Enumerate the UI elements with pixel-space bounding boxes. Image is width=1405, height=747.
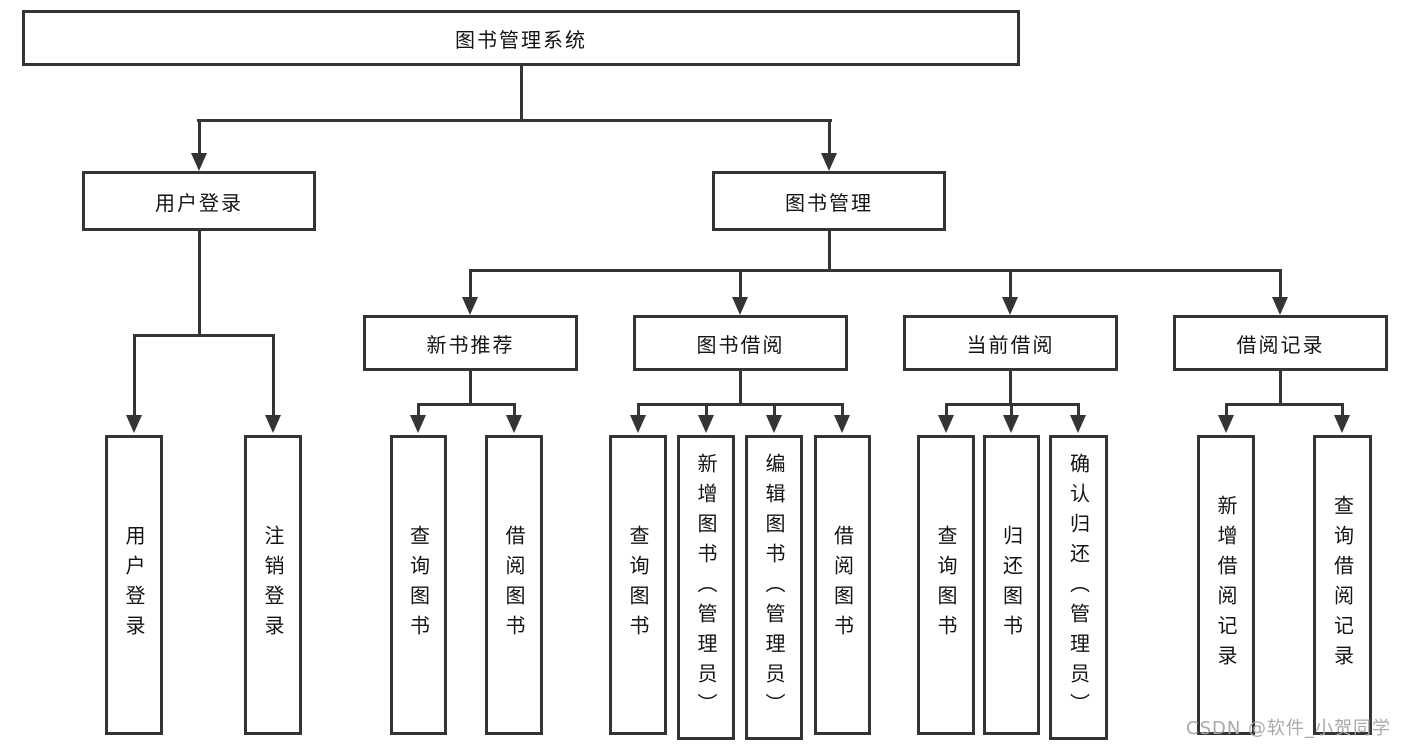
leaf-query-book-recommend: 查询图书 <box>390 435 447 735</box>
node-current-borrowing: 当前借阅 <box>903 315 1118 371</box>
connector-line <box>1010 403 1013 417</box>
arrow-down-icon <box>698 415 714 433</box>
connector-line <box>841 403 844 417</box>
arrow-down-icon <box>1218 415 1234 433</box>
node-book-management: 图书管理 <box>712 171 946 231</box>
leaf-label: 注销登录 <box>261 525 285 645</box>
leaf-edit-book-admin: 编辑图书（管理员） <box>745 435 803 740</box>
leaf-label: 借阅图书 <box>502 525 526 645</box>
node-root: 图书管理系统 <box>22 10 1020 66</box>
arrow-down-icon <box>506 415 522 433</box>
leaf-borrow-book: 借阅图书 <box>814 435 871 735</box>
leaf-add-borrow-record: 新增借阅记录 <box>1197 435 1255 735</box>
leaf-label: 查询图书 <box>934 525 958 645</box>
leaf-return-book: 归还图书 <box>983 435 1040 735</box>
connector-line <box>828 231 831 271</box>
leaf-query-borrow-record: 查询借阅记录 <box>1313 435 1372 735</box>
connector-line <box>945 403 948 417</box>
arrow-down-icon <box>766 415 782 433</box>
arrow-down-icon <box>1272 297 1288 315</box>
arrow-down-icon <box>834 415 850 433</box>
leaf-label: 查询图书 <box>406 525 431 645</box>
connector-line <box>469 371 472 405</box>
connector-line <box>469 269 1282 272</box>
connector-line <box>1279 269 1282 297</box>
connector-line <box>469 269 472 297</box>
connector-line <box>1009 269 1012 297</box>
leaf-label: 新增借阅记录 <box>1214 495 1238 675</box>
leaf-label: 编辑图书（管理员） <box>762 452 786 723</box>
connector-line <box>133 334 136 417</box>
leaf-query-book-borrowing: 查询图书 <box>609 435 667 735</box>
leaf-label: 借阅图书 <box>830 525 855 645</box>
connector-line <box>828 119 831 155</box>
connector-line <box>1225 403 1228 417</box>
leaf-label: 查询借阅记录 <box>1330 495 1355 675</box>
leaf-label: 确认归还（管理员） <box>1066 452 1091 723</box>
leaf-query-book-current: 查询图书 <box>917 435 975 735</box>
connector-line <box>1077 403 1080 417</box>
node-new-book-recommendation: 新书推荐 <box>363 315 578 371</box>
leaf-add-book-admin: 新增图书（管理员） <box>677 435 735 740</box>
leaf-borrow-book-recommend: 借阅图书 <box>485 435 543 735</box>
node-borrowing-records: 借阅记录 <box>1173 315 1388 371</box>
arrow-down-icon <box>191 153 207 171</box>
connector-line <box>637 403 640 417</box>
connector-line <box>417 403 420 417</box>
connector-line <box>520 66 523 120</box>
arrow-down-icon <box>265 415 281 433</box>
connector-line <box>198 231 201 335</box>
connector-line <box>1009 371 1012 405</box>
arrow-down-icon <box>1003 415 1019 433</box>
leaf-confirm-return-admin: 确认归还（管理员） <box>1049 435 1108 740</box>
connector-line <box>1341 403 1344 417</box>
connector-line <box>739 269 742 297</box>
node-user-login-module: 用户登录 <box>82 171 316 231</box>
connector-line <box>1225 403 1344 406</box>
arrow-down-icon <box>410 415 426 433</box>
connector-line <box>513 403 516 417</box>
arrow-down-icon <box>821 153 837 171</box>
leaf-label: 新增图书（管理员） <box>694 452 718 723</box>
leaf-label: 用户登录 <box>122 525 146 645</box>
leaf-user-login: 用户登录 <box>105 435 163 735</box>
connector-line <box>637 403 844 406</box>
arrow-down-icon <box>938 415 954 433</box>
connector-line <box>198 119 201 155</box>
leaf-logout: 注销登录 <box>244 435 302 735</box>
connector-line <box>133 334 275 337</box>
node-book-borrowing: 图书借阅 <box>633 315 848 371</box>
arrow-down-icon <box>126 415 142 433</box>
connector-line <box>705 403 708 417</box>
connector-line <box>739 371 742 405</box>
arrow-down-icon <box>1334 415 1350 433</box>
arrow-down-icon <box>1070 415 1086 433</box>
arrow-down-icon <box>462 297 478 315</box>
arrow-down-icon <box>732 297 748 315</box>
connector-line <box>1279 371 1282 405</box>
arrow-down-icon <box>630 415 646 433</box>
connector-line <box>773 403 776 417</box>
csdn-watermark: CSDN @软件_小贺同学 <box>1186 718 1392 739</box>
connector-line <box>272 334 275 417</box>
leaf-label: 归还图书 <box>999 525 1024 645</box>
connector-line <box>417 403 516 406</box>
arrow-down-icon <box>1002 297 1018 315</box>
leaf-label: 查询图书 <box>626 525 650 645</box>
connector-line <box>197 119 832 122</box>
